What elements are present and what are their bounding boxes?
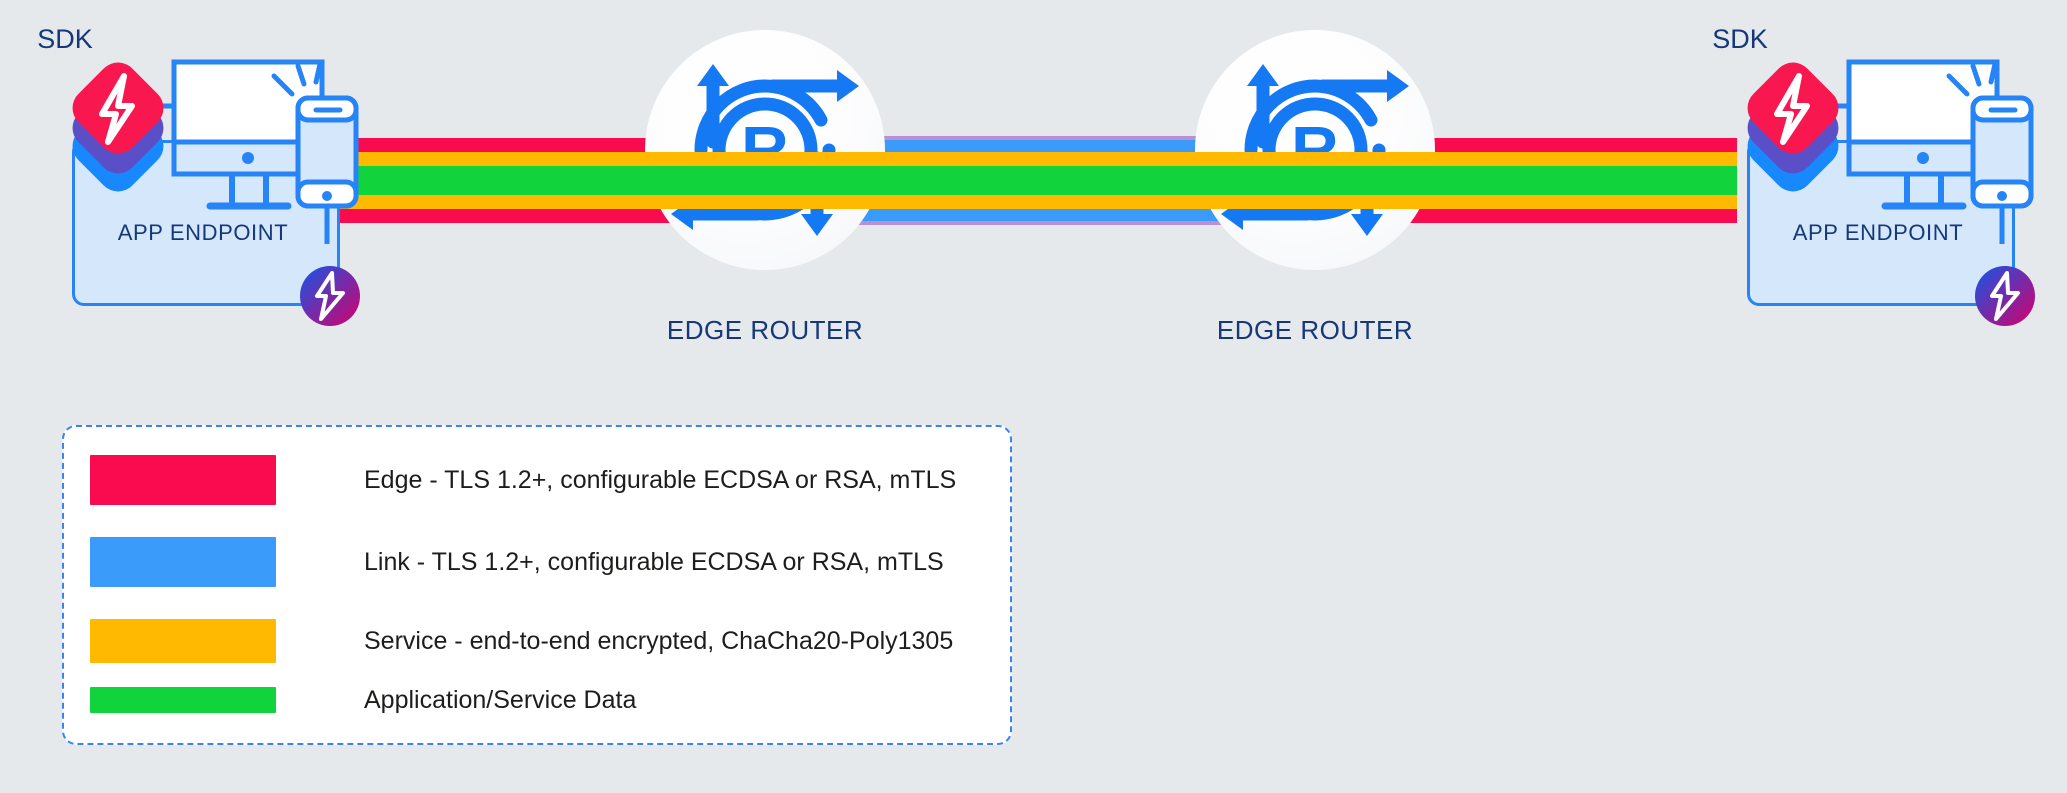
sdk-label-right: SDK bbox=[1712, 24, 1768, 54]
link-stripe-bottom bbox=[760, 209, 1307, 221]
sdk-label-left: SDK bbox=[37, 24, 93, 54]
legend-swatch-link bbox=[90, 537, 276, 587]
service-stripe-top bbox=[760, 152, 1307, 166]
link-outline-bot bbox=[760, 221, 1307, 225]
legend-label-data: Application/Service Data bbox=[364, 685, 637, 714]
legend-label-service: Service - end-to-end encrypted, ChaCha20… bbox=[364, 626, 954, 655]
data-stripe bbox=[645, 166, 885, 195]
link-stripe-top bbox=[760, 140, 1307, 152]
device-icon-group bbox=[142, 59, 359, 244]
legend-label-edge: Edge - TLS 1.2+, configurable ECDSA or R… bbox=[364, 465, 957, 494]
ziti-badge-icon bbox=[300, 266, 360, 326]
endpoint-left-group: SDK APP ENDPOINT bbox=[37, 24, 360, 326]
legend-panel: Edge - TLS 1.2+, configurable ECDSA or R… bbox=[62, 425, 1012, 745]
endpoint-right-label: APP ENDPOINT bbox=[1792, 220, 1964, 245]
router-right-group: R EDGE ROUTER bbox=[1195, 30, 1435, 350]
router-left-circle bbox=[645, 30, 885, 270]
legend-swatch-service bbox=[90, 619, 276, 663]
service-stripe-bot bbox=[645, 195, 885, 209]
router-right-circle bbox=[1195, 30, 1435, 270]
router-right-label: EDGE ROUTER bbox=[1216, 315, 1414, 345]
link-outline-top bbox=[760, 136, 1307, 140]
legend-item: Link - TLS 1.2+, configurable ECDSA or R… bbox=[90, 537, 944, 587]
router-left-group: R EDGE ROUTER bbox=[645, 30, 885, 350]
endpoint-left-label: APP ENDPOINT bbox=[117, 220, 289, 245]
sdk-stack-icon bbox=[1747, 62, 1839, 192]
legend-item: Service - end-to-end encrypted, ChaCha20… bbox=[90, 619, 953, 663]
legend-swatch-data bbox=[90, 687, 276, 713]
data-stripe bbox=[1195, 166, 1435, 195]
service-stripe-bot bbox=[1195, 195, 1435, 209]
legend-item: Application/Service Data bbox=[90, 685, 637, 714]
legend-item: Edge - TLS 1.2+, configurable ECDSA or R… bbox=[90, 455, 956, 505]
service-stripe-top bbox=[1195, 152, 1435, 166]
ziti-badge-icon bbox=[1975, 266, 2035, 326]
service-stripe-bot bbox=[760, 195, 1307, 209]
router-right-stripe-overlay bbox=[1195, 136, 1435, 225]
edge-stripe-bottom bbox=[340, 209, 760, 223]
legend-label-link: Link - TLS 1.2+, configurable ECDSA or R… bbox=[364, 547, 944, 576]
legend-swatch-edge bbox=[90, 455, 276, 505]
sdk-stack-icon bbox=[72, 62, 164, 192]
endpoint-right-group: SDK APP ENDPOINT bbox=[1712, 24, 2035, 326]
router-left-stripe-overlay bbox=[645, 136, 885, 225]
service-stripe-top bbox=[645, 152, 885, 166]
device-icon-group bbox=[1817, 59, 2034, 244]
router-left-label: EDGE ROUTER bbox=[666, 315, 864, 345]
